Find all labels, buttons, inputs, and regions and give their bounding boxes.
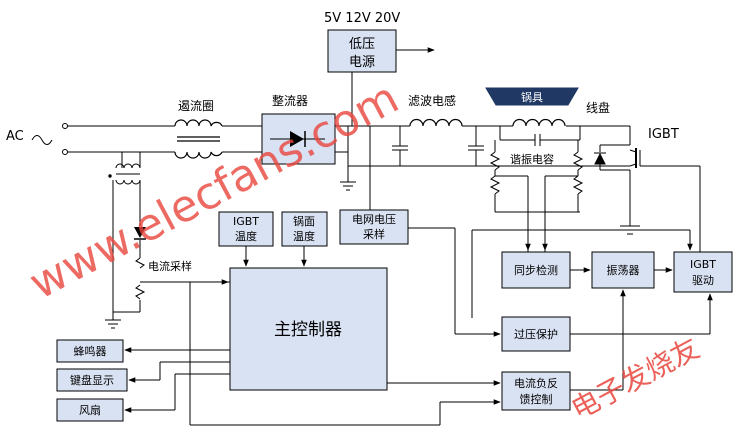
igbt-temp-label-1: IGBT bbox=[233, 215, 259, 228]
igbt-driver-label-1: IGBT bbox=[690, 258, 716, 271]
overvoltage-protection-box bbox=[501, 316, 571, 352]
grid-voltage-sampling-label-2: 采样 bbox=[363, 227, 385, 241]
low-voltage-supply-label-1: 低压 bbox=[349, 37, 375, 52]
igbt-temp-label-2: 温度 bbox=[235, 229, 257, 243]
keypad-display-label: 键盘显示 bbox=[70, 373, 114, 387]
sampling-resistor-icon bbox=[135, 257, 145, 269]
current-feedback-control-label-1: 电流负反 bbox=[514, 376, 558, 390]
current-transformer-icon bbox=[108, 163, 141, 185]
control-wiring bbox=[124, 227, 713, 426]
emi-coil bbox=[174, 119, 223, 159]
ac-terminals bbox=[62, 123, 68, 155]
pot-label: 锅具 bbox=[521, 91, 543, 104]
igbt-symbol-icon bbox=[594, 148, 641, 168]
divider-resistors bbox=[489, 151, 584, 252]
keypad-display-box bbox=[56, 368, 128, 392]
rectifier-label: 整流器 bbox=[272, 93, 308, 108]
igbt-label: IGBT bbox=[648, 127, 679, 142]
current-sampling-label: 电流采样 bbox=[148, 259, 192, 273]
fan-label: 风扇 bbox=[79, 403, 101, 417]
rectifier-diode-icon bbox=[270, 131, 325, 147]
filter-inductor-icon bbox=[409, 118, 463, 127]
power-wiring bbox=[65, 66, 701, 329]
oscillator-label: 振荡器 bbox=[607, 263, 640, 277]
sampling-resistor-icon-2 bbox=[135, 284, 146, 300]
sync-detect-box bbox=[501, 251, 571, 289]
igbt-driver-box bbox=[673, 251, 733, 293]
current-feedback-control-label-2: 馈控制 bbox=[520, 392, 553, 406]
oscillator-box bbox=[591, 251, 655, 289]
resonant-capacitor-label: 谐振电容 bbox=[510, 152, 554, 166]
fan-box bbox=[56, 398, 124, 422]
filter-inductor-label: 滤波电感 bbox=[408, 93, 456, 108]
ac-sine-icon bbox=[31, 135, 53, 145]
igbt-driver-label-2: 驱动 bbox=[692, 274, 714, 287]
main-controller-label: 主控制器 bbox=[274, 320, 342, 340]
overvoltage-protection-label: 过压保护 bbox=[514, 327, 558, 341]
coil-plate-label: 线盘 bbox=[586, 100, 610, 115]
buzzer-label: 蜂鸣器 bbox=[74, 344, 107, 358]
buzzer-box bbox=[56, 339, 124, 363]
current-feedback-control-box bbox=[501, 371, 571, 411]
low-voltage-supply-box bbox=[327, 29, 397, 73]
pot-temp-label-1: 锅面 bbox=[293, 215, 315, 228]
grid-voltage-sampling-label-1: 电网电压 bbox=[352, 213, 396, 226]
voltage-outputs-label: 5V 12V 20V bbox=[324, 11, 400, 26]
emi-coil-label: 遏流圈 bbox=[178, 99, 214, 113]
main-controller-box bbox=[229, 267, 388, 391]
pot-shape bbox=[485, 87, 579, 106]
coil-plate-icon bbox=[512, 118, 566, 127]
current-diode-icon bbox=[134, 227, 146, 240]
sync-detect-label: 同步检测 bbox=[514, 263, 558, 277]
grid-voltage-sampling-box bbox=[339, 209, 409, 245]
pot-temp-label-2: 温度 bbox=[293, 229, 315, 243]
low-voltage-supply-label-2: 电源 bbox=[349, 55, 375, 70]
cn-watermark: 电子发烧友 bbox=[566, 331, 705, 426]
ac-label: AC bbox=[6, 129, 24, 144]
pot-temp-box bbox=[281, 211, 328, 247]
